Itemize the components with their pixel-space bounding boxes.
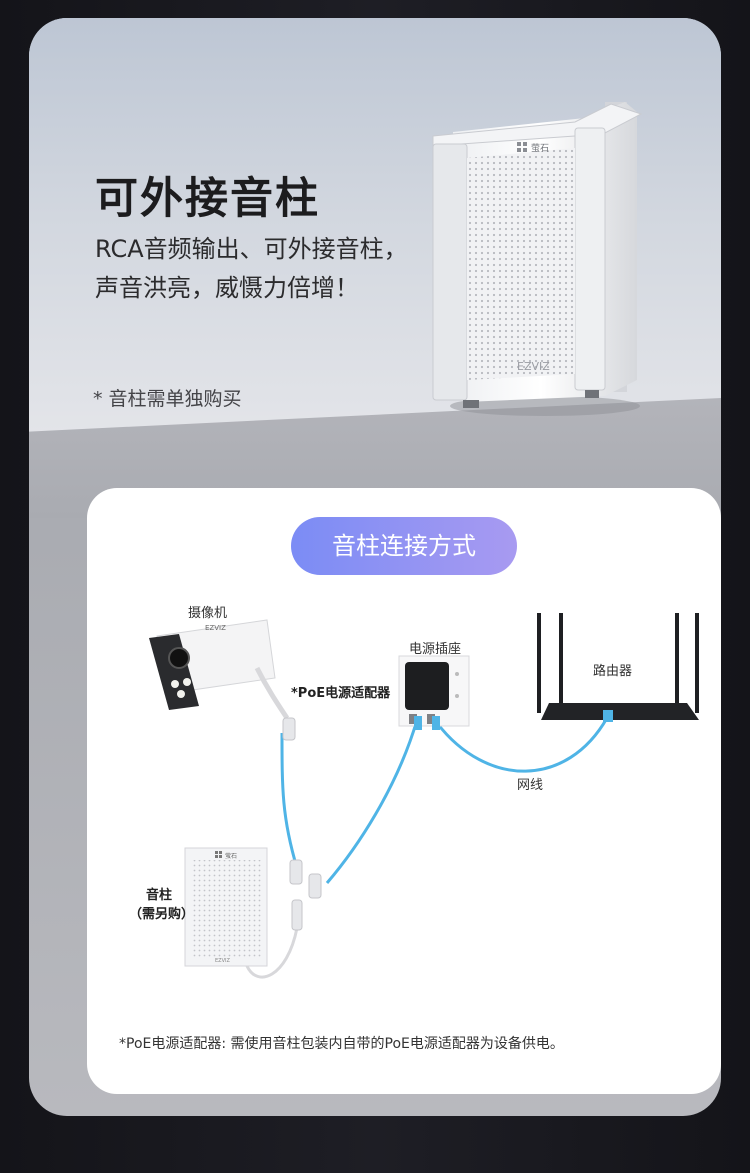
speaker-small-brand: 萤石	[225, 852, 237, 860]
hero-description: RCA音频输出、可外接音柱， 声音洪亮，威慑力倍增！	[95, 230, 435, 308]
poe-adapter-label: *PoE电源适配器	[291, 686, 391, 701]
speaker-small-brand-bottom: EZVIZ	[215, 958, 230, 964]
speaker-label: 音柱 （需另购）	[129, 884, 195, 922]
camera-label: 摄像机	[188, 606, 228, 621]
hero-note: * 音柱需单独购买	[93, 388, 242, 410]
hero-desc-line2: 声音洪亮，威慑力倍增！	[95, 274, 359, 302]
power-outlet-image	[398, 655, 470, 727]
hero-desc-line1: RCA音频输出、可外接音柱，	[95, 235, 408, 263]
connection-diagram: EZVIZ	[149, 613, 699, 979]
camera-image: EZVIZ	[149, 619, 296, 741]
outlet-to-router-cable	[435, 717, 609, 773]
speaker-small-image: 萤石 EZVIZ	[184, 847, 299, 979]
hero-title: 可外接音柱	[95, 174, 320, 224]
speaker-hero-brand-top: 萤石	[531, 142, 549, 154]
cable-label: 网线	[517, 778, 544, 793]
connection-method-pill: 音柱连接方式	[291, 517, 517, 575]
speaker-label-line1: 音柱	[145, 888, 172, 903]
splitter-connectors	[289, 716, 440, 931]
footnote: *PoE电源适配器: 需使用音柱包装内自带的PoE电源适配器为设备供电。	[119, 1036, 564, 1052]
router-label: 路由器	[593, 664, 633, 679]
camera-brand: EZVIZ	[205, 624, 226, 632]
router-image	[537, 613, 699, 722]
speaker-hero-image: 萤石 EZVIZ	[432, 102, 643, 416]
power-outlet-label: 电源插座	[409, 642, 462, 657]
speaker-label-line2: （需另购）	[129, 907, 195, 922]
adapter-to-splitter-cable	[325, 719, 419, 884]
speaker-hero-brand-bottom: EZVIZ	[517, 360, 550, 373]
product-card: 可外接音柱 RCA音频输出、可外接音柱， 声音洪亮，威慑力倍增！ * 音柱需单独…	[29, 18, 721, 1116]
camera-to-splitter-cable	[280, 732, 299, 869]
diagram-card: 音柱连接方式 EZVIZ	[87, 488, 721, 1094]
